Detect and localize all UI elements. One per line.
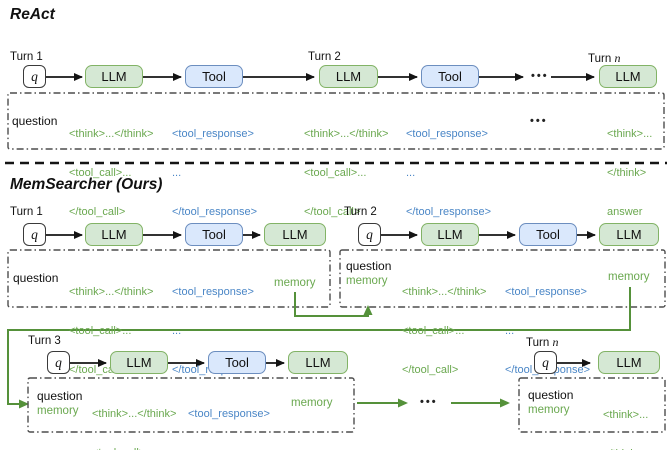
react-llm1-node: LLM bbox=[85, 65, 143, 88]
mem-turn1-llm2-node: LLM bbox=[264, 223, 326, 246]
mem-turn3-agent-tags: <think>...</think> <tool_call>... </tool… bbox=[92, 408, 177, 450]
mem-turn3-label: Turn 3 bbox=[28, 335, 61, 347]
mem-turn3-context-inputs: question memory bbox=[37, 389, 83, 417]
react-final-answer-tags: <think>... </think> answer bbox=[607, 128, 653, 218]
mem-turn1-llm1-node: LLM bbox=[85, 223, 143, 246]
mem-turn1-context-question: question bbox=[13, 271, 59, 285]
react-flow-ellipsis: ••• bbox=[531, 70, 549, 82]
mem-turn2-label: Turn 2 bbox=[344, 206, 377, 218]
react-llmN-node: LLM bbox=[599, 65, 657, 88]
react-title: ReAct bbox=[10, 6, 55, 23]
react-llm2-node: LLM bbox=[319, 65, 378, 88]
mem-turnN-llm-node: LLM bbox=[598, 351, 660, 374]
mem-turnN-context-box bbox=[518, 377, 666, 433]
mem-turnN-context-inputs: question memory bbox=[528, 388, 574, 416]
react-context-ellipsis: ••• bbox=[530, 115, 548, 127]
mem-turn2-tool-tags: <tool_response> ... </tool_response> bbox=[505, 286, 590, 376]
mem-turnN-final-answer-tags: <think>... </think> answer bbox=[603, 409, 649, 450]
mem-turn2-llm2-node: LLM bbox=[599, 223, 659, 246]
react-context-question: question bbox=[12, 114, 58, 128]
react-tool2-node: Tool bbox=[421, 65, 479, 88]
react-agent-tags-turn2: <think>...</think> <tool_call>... </tool… bbox=[304, 128, 389, 218]
react-turn1-label: Turn 1 bbox=[10, 51, 43, 63]
mem-turn3-llm2-node: LLM bbox=[288, 351, 348, 374]
mem-turn2-tool-node: Tool bbox=[519, 223, 577, 246]
mem-turnN-question-node: q bbox=[534, 351, 557, 374]
react-context-box bbox=[7, 92, 665, 150]
mem-turn3-tool-node: Tool bbox=[208, 351, 266, 374]
mem-turnN-label: Turn n bbox=[526, 335, 559, 349]
react-turnN-label: Turn n bbox=[588, 51, 621, 65]
mem-turn2-memory-out: memory bbox=[608, 271, 650, 283]
react-tool1-node: Tool bbox=[185, 65, 243, 88]
memory-connector-turn1-to-turn2 bbox=[294, 292, 373, 317]
react-tool-tags-turn1: <tool_response> ... </tool_response> bbox=[172, 128, 258, 218]
mem-turn1-label: Turn 1 bbox=[10, 206, 43, 218]
mem-turn3-memory-out: memory bbox=[291, 397, 333, 409]
mem-turn3-llm1-node: LLM bbox=[110, 351, 168, 374]
mem-turn3-question-node: q bbox=[47, 351, 70, 374]
mem-turn3-context-box bbox=[27, 377, 355, 433]
mem-turn2-agent-tags: <think>...</think> <tool_call>... </tool… bbox=[402, 286, 487, 376]
mem-turn1-tool-node: Tool bbox=[185, 223, 243, 246]
mem-turn1-question-node: q bbox=[23, 223, 46, 246]
mem-turn1-memory-out: memory bbox=[274, 277, 316, 289]
mem-turn2-llm1-node: LLM bbox=[421, 223, 479, 246]
mem-turn2-context-box bbox=[339, 249, 666, 308]
react-question-node: q bbox=[23, 65, 46, 88]
mem-turn2-question-node: q bbox=[358, 223, 381, 246]
react-tool-tags-turn2: <tool_response> ... </tool_response> bbox=[406, 128, 492, 218]
mem-turn3-tool-tags: <tool_response> ... </tool_response> bbox=[188, 408, 270, 450]
mem-flow-ellipsis: ••• bbox=[420, 396, 438, 408]
react-agent-tags-turn1: <think>...</think> <tool_call>... </tool… bbox=[69, 128, 154, 218]
react-turn2-label: Turn 2 bbox=[308, 51, 341, 63]
memsearcher-title: MemSearcher (Ours) bbox=[10, 176, 163, 193]
mem-turn2-context-inputs: question memory bbox=[346, 259, 392, 287]
memory-connector-turn2-to-turn3 bbox=[7, 287, 631, 409]
